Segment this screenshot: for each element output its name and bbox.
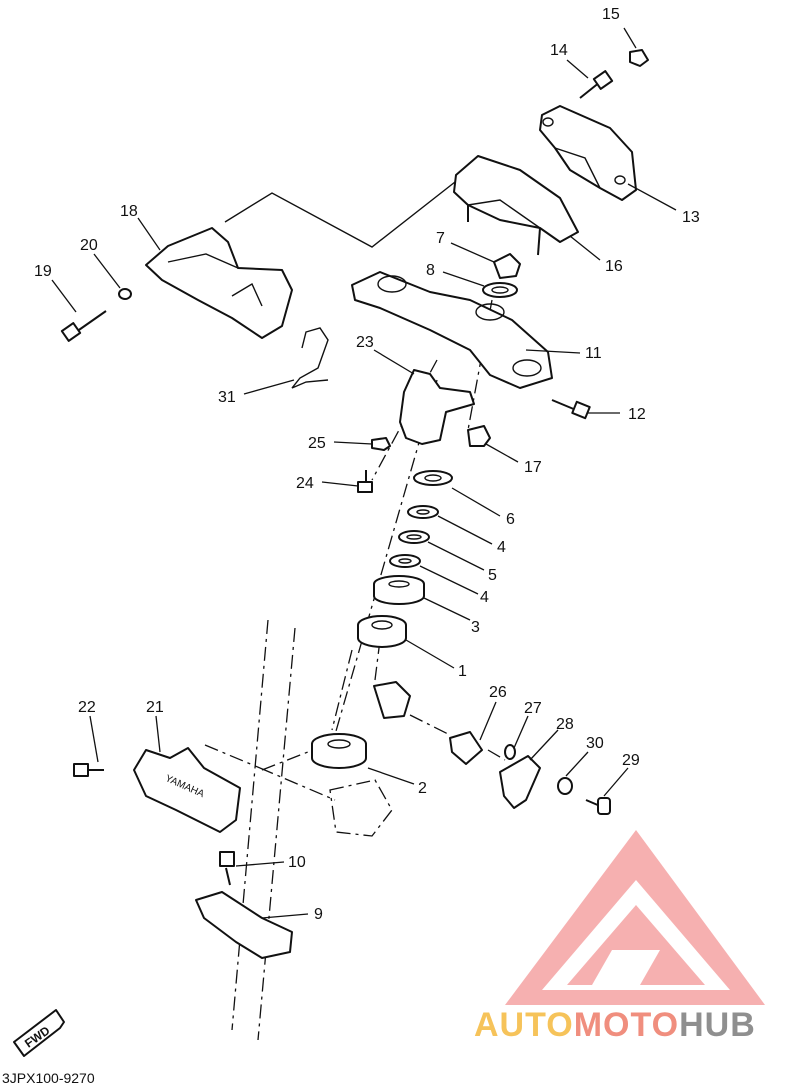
part-21-emblem-bracket: YAMAHA — [133, 747, 241, 833]
part-16-lower-holder — [453, 155, 579, 256]
callout-17: 17 — [524, 459, 542, 476]
callout-28: 28 — [556, 716, 574, 733]
callout-29: 29 — [622, 752, 640, 769]
part-29-screw — [585, 797, 611, 815]
callout-4-upper: 4 — [497, 539, 506, 556]
callout-2: 2 — [418, 780, 427, 797]
part-5-rubber-washer — [398, 530, 430, 544]
part-20-washer — [118, 288, 132, 300]
callout-26: 26 — [489, 684, 507, 701]
watermark-moto: MOTO — [573, 1006, 680, 1044]
callout-5: 5 — [488, 567, 497, 584]
part-1-upper-bearing — [357, 615, 407, 648]
part-7-nut — [493, 253, 521, 279]
part-15-cap — [629, 49, 649, 67]
callout-19: 19 — [34, 263, 52, 280]
fwd-arrow: FWD — [13, 1009, 65, 1057]
callout-15: 15 — [602, 6, 620, 23]
callout-24: 24 — [296, 475, 314, 492]
part-9-lock — [195, 891, 293, 959]
leader-lines — [51, 27, 677, 919]
callout-9: 9 — [314, 906, 323, 923]
callout-22: 22 — [78, 699, 96, 716]
diagram-code: 3JPX100-9270 — [2, 1070, 95, 1086]
part-22-bolt — [73, 763, 104, 777]
callout-20: 20 — [80, 237, 98, 254]
part-14-bolt — [579, 70, 614, 99]
callout-3: 3 — [471, 619, 480, 636]
callout-labels: 15 14 13 16 7 8 18 20 19 11 23 12 31 25 … — [34, 6, 700, 923]
part-18-handle-cover — [145, 227, 293, 339]
callout-11: 11 — [585, 345, 602, 362]
callout-13: 13 — [682, 209, 700, 226]
callout-23: 23 — [356, 334, 374, 351]
callout-8: 8 — [426, 262, 435, 279]
callout-18: 18 — [120, 203, 138, 220]
part-6-lock-washer — [413, 470, 453, 486]
callout-16: 16 — [605, 258, 623, 275]
part-27-spring — [504, 744, 516, 760]
part-10-bolt — [219, 851, 235, 886]
callout-7: 7 — [436, 230, 445, 247]
watermark-logo — [505, 830, 765, 1005]
part-4-ring-nut-upper — [407, 505, 439, 519]
part-12-bolt — [551, 399, 591, 420]
callout-10: 10 — [288, 854, 306, 871]
part-11-upper-bracket — [351, 271, 553, 389]
callout-6: 6 — [506, 511, 515, 528]
part-17-nut — [467, 425, 491, 447]
part-28-plate — [499, 755, 541, 809]
callout-21: 21 — [146, 699, 164, 716]
watermark-brand: AUTOMOTOHUB — [474, 1006, 756, 1045]
bracket-link-line — [224, 181, 456, 248]
part-13-upper-holder — [539, 105, 637, 201]
watermark-hub: HUB — [679, 1006, 756, 1044]
callout-27: 27 — [524, 700, 542, 717]
part-25-nut — [371, 437, 391, 451]
part-8-washer — [482, 282, 518, 298]
part-stem-lower — [329, 779, 393, 837]
callout-14: 14 — [550, 42, 568, 59]
callout-1: 1 — [458, 663, 467, 680]
callout-30: 30 — [586, 735, 604, 752]
part-31-wire-clip — [291, 327, 329, 389]
part-19-bolt — [60, 310, 107, 342]
part-30-washer — [557, 777, 573, 795]
part-23-bracket — [399, 369, 475, 445]
part-26-sensor — [373, 681, 483, 765]
callout-31: 31 — [218, 389, 236, 406]
part-4-ring-nut-lower — [389, 554, 421, 568]
part-2-lower-bearing — [311, 733, 367, 769]
callout-25: 25 — [308, 435, 326, 452]
watermark-auto: AUTO — [474, 1006, 574, 1044]
callout-4-lower: 4 — [480, 589, 489, 606]
part-3-cover — [373, 575, 425, 605]
callout-12: 12 — [628, 406, 646, 423]
part-24-bolt — [357, 470, 373, 493]
